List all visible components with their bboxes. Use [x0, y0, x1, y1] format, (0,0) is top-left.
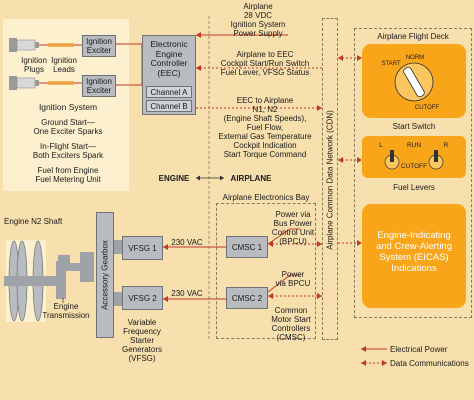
electronics-bay-panel	[216, 203, 316, 339]
inflight-start-note: In-Flight Start— Both Exciters Spark	[32, 142, 104, 160]
legend-data-communications: Data Communications	[390, 359, 469, 368]
cmsc1-label: CMSC 1	[231, 243, 263, 252]
eec-title: Electronic Engine Controller (EEC)	[150, 39, 188, 78]
vfsg-caption: Variable Frequency Starter Generators (V…	[121, 318, 163, 363]
lever-r: R	[443, 142, 449, 149]
ignition-plugs-icon	[9, 38, 39, 90]
vac-top-label: 230 VAC	[171, 238, 203, 247]
legend-electrical-power: Electrical Power	[390, 345, 448, 354]
start-switch-knob-icon	[394, 62, 434, 102]
accessory-gearbox-label: Accessory Gearbox	[100, 240, 110, 310]
channel-b	[146, 100, 192, 112]
ignition-exciter-bottom-label: Ignition Exciter	[86, 77, 112, 95]
vfsg1-label: VFSG 1	[128, 244, 157, 253]
bpcu-note: Power via Bus Power Control Unit (BPCU)	[271, 210, 315, 246]
ground-start-note: Ground Start— One Exciter Sparks	[33, 118, 103, 136]
fuel-levers-panel	[362, 136, 466, 178]
ignition-system-title: Ignition System	[38, 102, 98, 112]
vfsg1-box	[122, 236, 163, 260]
cdn-bus	[322, 18, 338, 340]
vfsg2-box	[122, 286, 163, 310]
ignition-exciter-bottom	[82, 75, 116, 97]
knob-norm: NORM	[405, 55, 425, 61]
fuel-levers-caption: Fuel Levers	[393, 183, 435, 192]
channel-a-label: Channel A	[150, 88, 188, 97]
engine-boundary-label: ENGINE	[158, 174, 190, 183]
electronics-bay-title: Airplane Electronics Bay	[222, 193, 310, 202]
start-switch-caption: Start Switch	[392, 122, 436, 131]
engine-transmission-label: Engine Transmission	[42, 302, 90, 320]
airplane-to-eec-label: Airplane to EEC Cockpit Start/Run Switch…	[220, 50, 310, 77]
knob-cutoff: CUTOFF	[414, 105, 440, 111]
lever-run: RUN	[406, 142, 422, 149]
channel-b-label: Channel B	[150, 102, 188, 111]
airplane-boundary-label: AIRPLANE	[230, 174, 272, 183]
channel-a	[146, 86, 192, 98]
flight-deck-title: Airplane Flight Deck	[377, 32, 449, 41]
airplane-28vdc-label: Airplane 28 VDC Ignition System Power Su…	[230, 2, 286, 38]
cmsc2-label: CMSC 2	[231, 294, 263, 303]
ignition-exciter-top-label: Ignition Exciter	[86, 37, 112, 55]
eec-to-airplane-label: EEC to Airplane N1, N2 (Engine Shaft Spe…	[218, 96, 312, 159]
cdn-label: Airplane Common Data Network (CDN)	[325, 110, 335, 250]
fuel-levers-icon	[384, 150, 444, 170]
engine-shaft-label: Engine N2 Shaft	[4, 217, 63, 226]
fuel-note: Fuel from Engine Fuel Metering Unit	[35, 166, 101, 184]
knob-start: START	[381, 61, 401, 67]
vac-bottom-label: 230 VAC	[171, 289, 203, 298]
eicas-label: Engine-Indicating and Crew-Alerting Syst…	[375, 230, 453, 274]
bpcu2-note: Power via BPCU	[275, 270, 311, 288]
ignition-leads-label: Ignition Leads	[51, 56, 77, 74]
ignition-exciter-top	[82, 35, 116, 57]
flight-deck-panel	[354, 28, 472, 318]
vfsg2-label: VFSG 2	[128, 294, 157, 303]
cmsc2-box	[226, 287, 268, 309]
cmsc1-box	[226, 236, 268, 258]
lever-cutoff: CUTOFF	[400, 163, 428, 170]
lever-l: L	[379, 142, 383, 149]
cmsc-note: Common Motor Start Controllers (CMSC)	[271, 306, 311, 342]
accessory-gearbox	[96, 212, 114, 338]
engine-shaft-icon	[4, 240, 56, 322]
eicas-panel	[362, 204, 466, 308]
ignition-plugs-label: Ignition Plugs	[21, 56, 47, 74]
